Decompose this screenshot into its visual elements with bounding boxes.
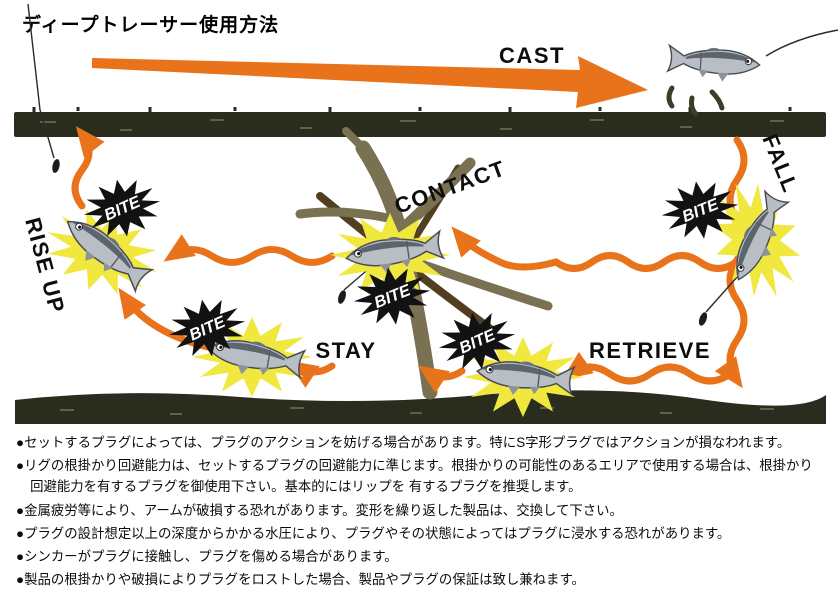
fish-cast [666, 43, 762, 85]
sinker-fall [698, 312, 708, 326]
fishing-line-right [765, 29, 839, 57]
fishing-line-fall [705, 275, 739, 313]
label-stay: STAY [315, 338, 376, 363]
note-water-pressure: ●プラグの設計想定以上の深度からかかる水圧により、プラグやその状態によってはプラ… [16, 525, 731, 541]
splash [666, 85, 725, 117]
usage-diagram: BITE [14, 3, 839, 424]
note-warranty: ●製品の根掛かりや破損によりプラグをロストした場合、製品やプラグの保証は致し兼ね… [16, 572, 585, 588]
label-retrieve: RETRIEVE [589, 338, 711, 363]
page-title: ディープトレーサー使用方法 [22, 15, 280, 36]
rise-up-arrow [71, 126, 105, 210]
bottom-ground [15, 390, 826, 424]
retrieve-arrow [561, 351, 734, 385]
center-to-left-arrow [163, 234, 336, 266]
contact-arrow [451, 226, 740, 272]
note-sinker-contact: ●シンカーがプラグに接触し、プラグを傷める場合があります。 [16, 548, 398, 564]
fishing-lines [27, 3, 839, 326]
sinker-left [52, 159, 60, 173]
note-snag-avoidance: ●リグの根掛かり回避能力は、セットするプラグの回避能力に準じます。根掛かりの可能… [16, 458, 813, 495]
cast-arrow [92, 56, 648, 108]
stay-arrow [417, 365, 466, 393]
note-plug-action: ●セットするプラグによっては、プラグのアクションを妨げる場合があります。特にS字… [16, 435, 791, 450]
stay-to-left-arrow [287, 360, 336, 388]
sinker-center [338, 290, 346, 304]
label-cast: CAST [499, 43, 565, 68]
fishing-line-left [27, 3, 55, 159]
caution-notes: ●セットするプラグによっては、プラグのアクションを妨げる場合があります。特にS字… [16, 432, 826, 592]
label-fall: FALL [757, 131, 803, 197]
water-surface [14, 107, 826, 137]
label-rise-up: RISE UP [20, 215, 70, 317]
note-metal-fatigue: ●金属疲労等により、アームが破損する恐れがあります。変形を繰り返した製品は、交換… [16, 502, 623, 518]
label-contact: CONTACT [391, 155, 509, 218]
